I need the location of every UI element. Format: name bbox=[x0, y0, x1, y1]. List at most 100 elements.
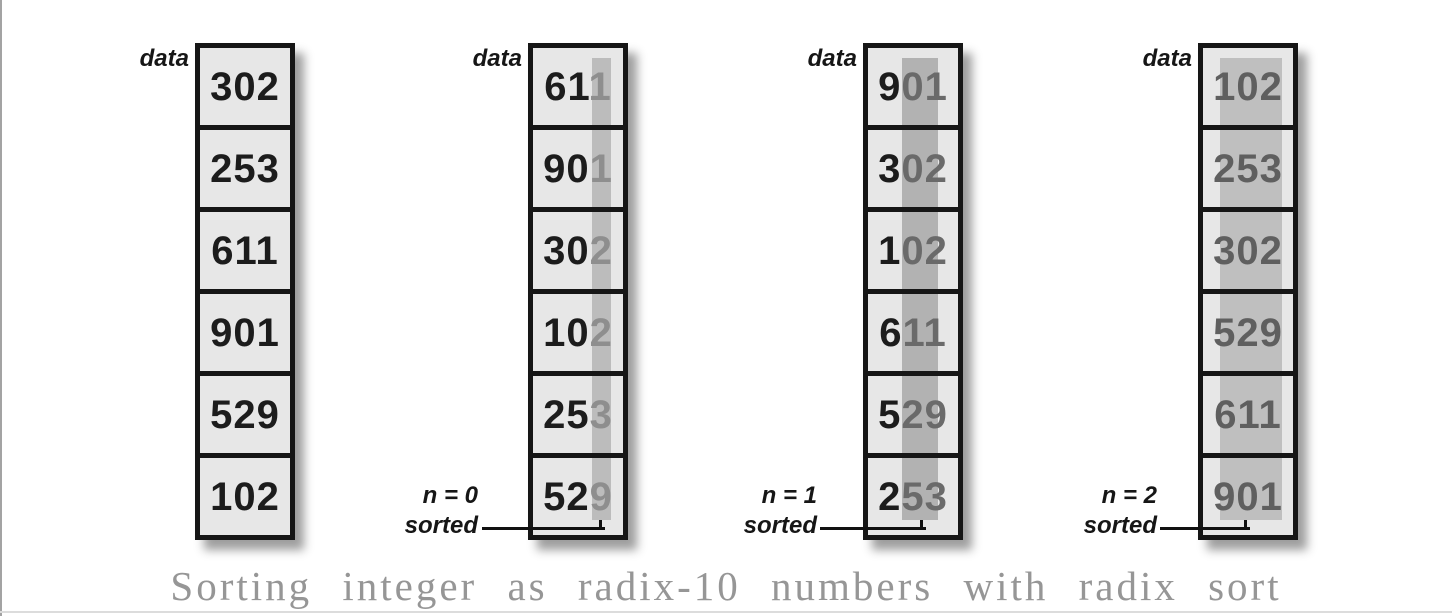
cell-digit: 1 bbox=[210, 475, 234, 519]
cell-digit: 3 bbox=[543, 229, 567, 273]
cell-digit: 6 bbox=[879, 311, 903, 355]
array-cell: 302 bbox=[533, 212, 623, 294]
cell-digit: 2 bbox=[543, 393, 567, 437]
cell-value: 529 bbox=[878, 393, 948, 438]
array-cell: 901 bbox=[533, 130, 623, 212]
cell-value: 302 bbox=[878, 147, 948, 192]
cell-digit: 0 bbox=[233, 65, 257, 109]
cell-value: 611 bbox=[544, 65, 612, 110]
cell-value: 901 bbox=[878, 65, 948, 110]
cell-value: 901 bbox=[543, 147, 613, 192]
cell-digit: 3 bbox=[256, 147, 280, 191]
array-cell: 901 bbox=[200, 294, 290, 376]
cell-digit: 9 bbox=[878, 65, 902, 109]
cell-digit: 1 bbox=[1237, 393, 1259, 437]
cell-value: 611 bbox=[879, 311, 947, 356]
array-cell: 253 bbox=[1203, 130, 1293, 212]
array-data-label: data bbox=[807, 45, 857, 72]
cell-digit: 5 bbox=[1236, 147, 1260, 191]
cell-digit: 0 bbox=[1236, 229, 1260, 273]
cell-digit: 1 bbox=[255, 229, 279, 273]
cell-digit: 0 bbox=[233, 475, 257, 519]
cell-digit: 1 bbox=[543, 311, 567, 355]
cell-digit: 2 bbox=[924, 229, 948, 273]
cell-value: 529 bbox=[1213, 311, 1283, 356]
cell-value: 302 bbox=[543, 229, 613, 274]
cell-digit: 2 bbox=[1259, 229, 1283, 273]
sorted-label: sorted bbox=[404, 512, 478, 539]
cell-digit: 5 bbox=[878, 393, 902, 437]
cell-digit: 2 bbox=[878, 475, 902, 519]
cell-digit: 0 bbox=[566, 311, 590, 355]
cell-digit: 9 bbox=[924, 393, 948, 437]
pass-number-label: n = 2 bbox=[1101, 482, 1157, 509]
cell-digit: 2 bbox=[589, 229, 613, 273]
cell-value: 253 bbox=[878, 475, 948, 520]
cell-digit: 1 bbox=[234, 229, 256, 273]
cell-digit: 0 bbox=[566, 147, 590, 191]
cell-digit: 6 bbox=[1214, 393, 1238, 437]
cell-value: 529 bbox=[543, 475, 613, 520]
array-cell: 253 bbox=[868, 458, 958, 535]
cell-digit: 9 bbox=[1213, 475, 1237, 519]
cell-value: 302 bbox=[1213, 229, 1283, 274]
cell-digit: 1 bbox=[902, 311, 924, 355]
cell-digit: 2 bbox=[1213, 147, 1237, 191]
cell-digit: 2 bbox=[256, 65, 280, 109]
callout-leader-line bbox=[1160, 527, 1250, 530]
cell-digit: 9 bbox=[589, 475, 613, 519]
array-cell: 102 bbox=[533, 294, 623, 376]
array-data-label: data bbox=[472, 45, 522, 72]
array-cell: 901 bbox=[1203, 458, 1293, 535]
cell-value: 253 bbox=[543, 393, 613, 438]
cell-digit: 2 bbox=[1236, 311, 1260, 355]
cell-value: 102 bbox=[543, 311, 613, 356]
callout-leader-hook bbox=[920, 517, 923, 530]
array-cell: 302 bbox=[200, 48, 290, 130]
array-cell: 529 bbox=[868, 376, 958, 458]
cell-value: 102 bbox=[878, 229, 948, 274]
cell-value: 253 bbox=[1213, 147, 1283, 192]
cell-digit: 0 bbox=[1236, 475, 1260, 519]
array-cell: 611 bbox=[868, 294, 958, 376]
cell-digit: 2 bbox=[1259, 65, 1283, 109]
cell-value: 102 bbox=[210, 475, 280, 520]
cell-digit: 0 bbox=[901, 65, 925, 109]
cell-digit: 3 bbox=[1213, 229, 1237, 273]
array-data-label: data bbox=[139, 45, 189, 72]
array-cell: 529 bbox=[533, 458, 623, 535]
array-cell: 102 bbox=[868, 212, 958, 294]
cell-digit: 2 bbox=[233, 393, 257, 437]
cell-digit: 2 bbox=[256, 475, 280, 519]
cell-digit: 9 bbox=[1259, 311, 1283, 355]
cell-digit: 5 bbox=[233, 147, 257, 191]
array-cell: 102 bbox=[200, 458, 290, 535]
cell-digit: 2 bbox=[589, 311, 613, 355]
array-cell: 611 bbox=[1203, 376, 1293, 458]
cell-digit: 1 bbox=[924, 65, 948, 109]
cell-digit: 1 bbox=[878, 229, 902, 273]
array-cell: 302 bbox=[868, 130, 958, 212]
cell-digit: 3 bbox=[1259, 147, 1283, 191]
cell-digit: 1 bbox=[923, 311, 947, 355]
array-cell: 253 bbox=[533, 376, 623, 458]
array-cell: 611 bbox=[200, 212, 290, 294]
cell-value: 302 bbox=[210, 65, 280, 110]
cell-digit: 9 bbox=[256, 393, 280, 437]
cell-digit: 9 bbox=[210, 311, 234, 355]
bottom-rule bbox=[0, 611, 1452, 613]
cell-digit: 1 bbox=[589, 147, 613, 191]
callout-leader-hook bbox=[599, 517, 602, 530]
cell-value: 253 bbox=[210, 147, 280, 192]
callout-leader-line bbox=[482, 527, 605, 530]
cell-digit: 2 bbox=[566, 475, 590, 519]
